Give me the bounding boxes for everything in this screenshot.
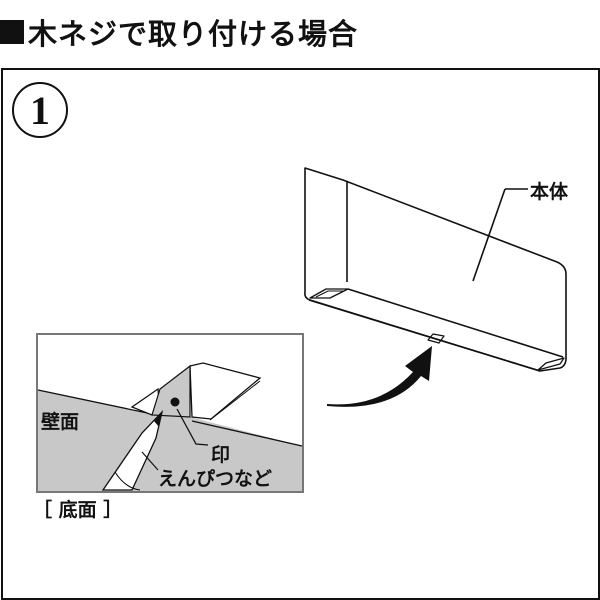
square-bullet-icon (0, 20, 24, 44)
label-pencil: えんぴつなど (158, 468, 273, 490)
label-bottom-view: ［ 底面 ］ (33, 499, 123, 521)
label-wall: 壁面 (41, 411, 80, 433)
section-title: 木ネジで取り付ける場合 (0, 12, 358, 52)
curved-arrow-icon (327, 346, 432, 407)
label-unit-body: 本体 (530, 181, 569, 203)
step-number: 1 (30, 87, 50, 133)
diagram-frame (1, 68, 600, 600)
step-number-badge: 1 (12, 82, 68, 138)
unit-body-drawing (304, 167, 567, 372)
label-mark: 印 (211, 444, 231, 466)
mark-dot (170, 397, 180, 407)
inset-detail-drawing (36, 333, 304, 493)
section-title-text: 木ネジで取り付ける場合 (28, 17, 359, 51)
